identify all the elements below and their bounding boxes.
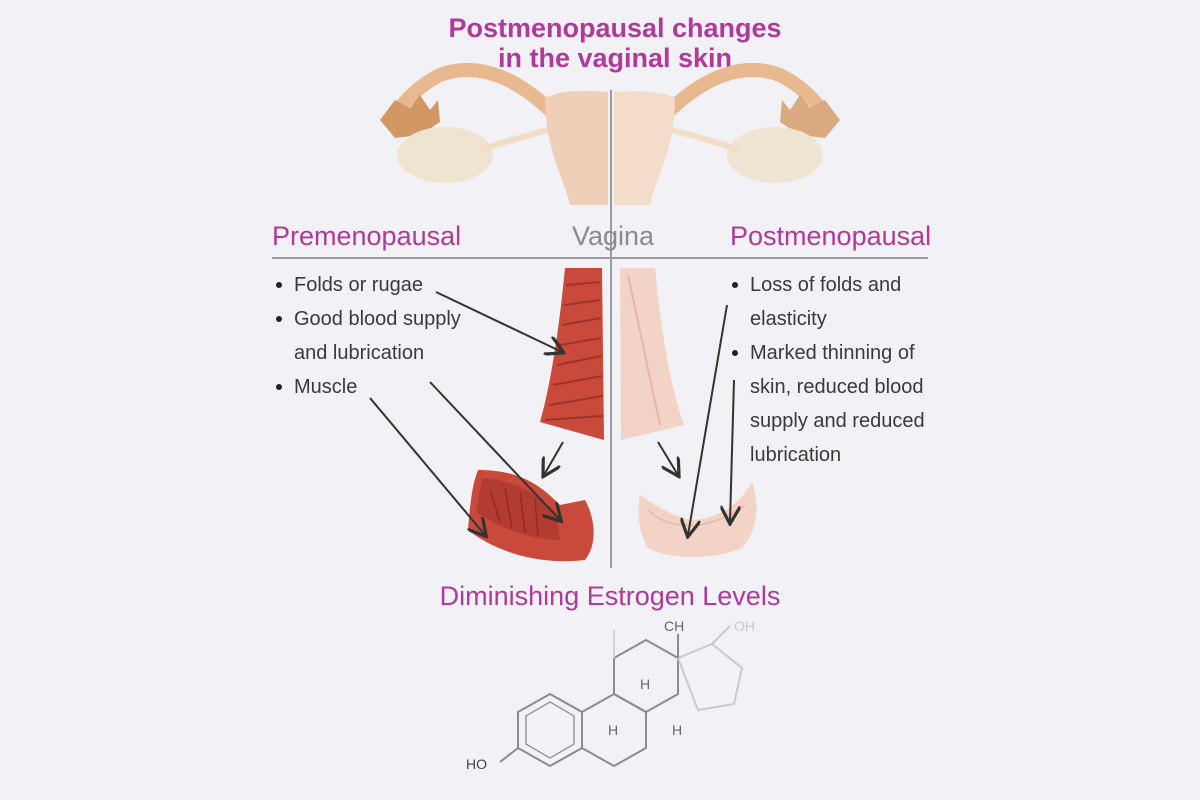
list-item: Good blood supply and lubrication: [272, 302, 474, 370]
molecule-label-ho: HO: [466, 756, 487, 772]
premenopausal-heading: Premenopausal: [272, 221, 462, 251]
premenopausal-cross-section: [468, 470, 594, 562]
estrogen-molecule: [499, 625, 744, 768]
postmenopausal-cross-section: [638, 482, 757, 557]
molecule-label-h: H: [672, 722, 683, 738]
premenopausal-vagina-illustration: [540, 268, 604, 440]
molecule-label-oh: OH: [734, 618, 755, 634]
molecule-label-ch: CH: [664, 618, 685, 634]
postmenopausal-vagina-illustration: [620, 268, 684, 440]
postmenopausal-list: Loss of folds and elasticity Marked thin…: [728, 268, 943, 472]
molecule-label-h: H: [608, 722, 619, 738]
vagina-heading: Vagina: [572, 221, 655, 251]
list-item: Muscle: [272, 370, 472, 404]
premenopausal-list: Folds or rugae Good blood supply and lub…: [272, 268, 472, 404]
annotation-arrows: [369, 291, 734, 535]
uterus-illustration: [380, 63, 840, 205]
title-line-2: in the vaginal skin: [497, 43, 733, 73]
diminishing-estrogen-title: Diminishing Estrogen Levels: [439, 581, 781, 611]
list-item: Folds or rugae: [272, 268, 472, 302]
molecule-label-h: H: [640, 676, 651, 692]
list-item: Marked thinning of skin, reduced blood s…: [728, 336, 943, 472]
postmenopausal-heading: Postmenopausal: [730, 221, 932, 251]
list-item: Loss of folds and elasticity: [728, 268, 943, 336]
title-line-1: Postmenopausal changes: [448, 13, 782, 43]
